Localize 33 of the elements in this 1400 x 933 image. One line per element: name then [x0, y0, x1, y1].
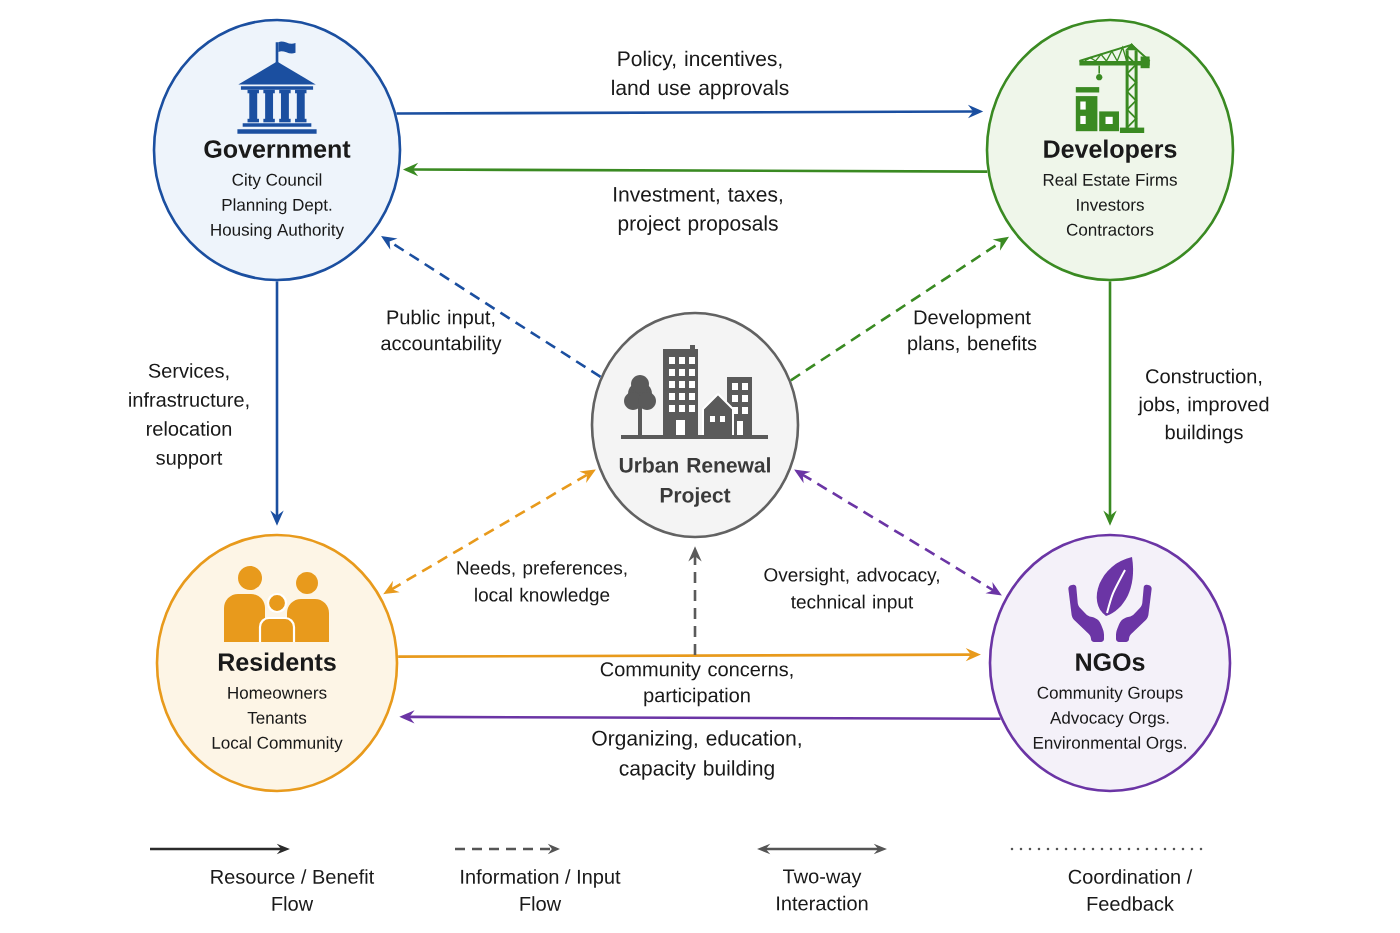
node-label: Housing Authority — [211, 223, 345, 240]
edge-label: Services, infrastructure, relocation support — [129, 363, 249, 469]
legend-text: Information / Input Flow — [461, 869, 621, 911]
node-label: Homeowners — [228, 686, 327, 699]
edge-label: Construction, jobs, improved buildings — [1137, 368, 1269, 444]
edge-label: Policy, incentives, land use approvals — [612, 50, 789, 100]
edge-label: Development plans, benefits — [908, 309, 1037, 355]
circle-node: NGOs Community Groups Advocacy Orgs. Environmental Orgs. — [988, 533, 1232, 793]
node-label: Investors — [1077, 198, 1144, 211]
node-label: Contractors — [1066, 223, 1154, 236]
edge-label: Organizing, education, capacity building — [592, 730, 801, 780]
node-label: Tenants — [247, 711, 307, 724]
node-label: Advocacy Orgs. — [1050, 711, 1169, 728]
edge-label: Community concerns, participation — [600, 661, 793, 707]
node-label: Government — [204, 140, 351, 158]
node-label: Community Groups — [1037, 686, 1183, 703]
edge-label: Public input, accountability — [381, 309, 502, 355]
node-label: Real Estate Firms — [1043, 173, 1177, 186]
node-label: Residents — [218, 652, 336, 671]
legend-text: Resource / Benefit Flow — [211, 869, 375, 911]
node-label: City Council — [232, 173, 322, 190]
legend-text: Two-way Interaction — [777, 869, 868, 911]
edge-label: Investment, taxes, project proposals — [614, 187, 782, 235]
circle-node: Developers Real Estate Firms Investors Contractors — [985, 18, 1235, 282]
node-label: Local Community — [212, 736, 343, 753]
edge-label: Needs, preferences, local knowledge — [457, 560, 627, 606]
node-label: Planning Dept. — [222, 198, 332, 215]
edge-label: Oversight, advocacy, technical input — [764, 567, 939, 613]
circle-node: Government City Council Planning Dept. Housing Authority — [152, 18, 402, 282]
node-label: Developers — [1044, 139, 1177, 163]
legend-text: Coordination / Feedback — [1068, 869, 1193, 911]
node-label: Environmental Orgs. — [1033, 736, 1186, 753]
node-label: NGOs — [1076, 653, 1145, 671]
